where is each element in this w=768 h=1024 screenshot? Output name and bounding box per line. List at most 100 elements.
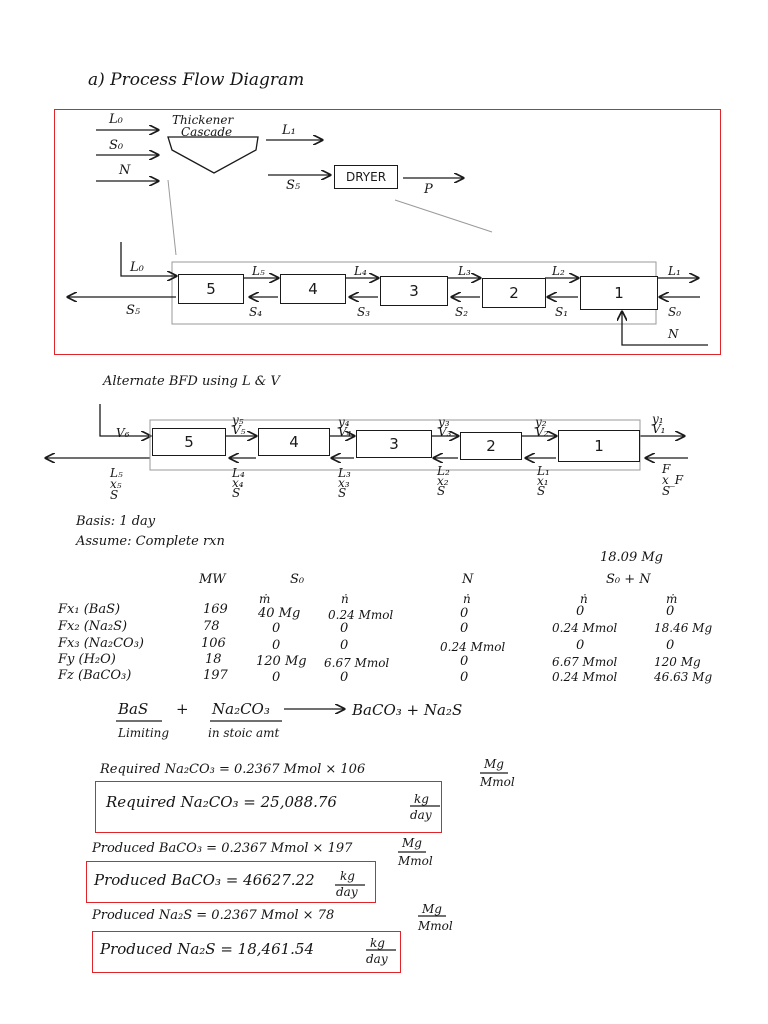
cell-sn-m: 0 bbox=[666, 638, 675, 653]
sh-sn-m: ṁ bbox=[666, 592, 678, 606]
bfd-s3: S bbox=[338, 486, 347, 500]
pfd-bot-s2: S₂ bbox=[455, 305, 469, 319]
pfd-bot-s0: S₀ bbox=[668, 305, 682, 319]
bfd-x4: x₄ bbox=[232, 476, 244, 490]
pfd-stage-4: 4 bbox=[280, 274, 346, 304]
sh-s0-n: ṅ bbox=[341, 592, 349, 606]
bfd-xf: x_F bbox=[662, 473, 684, 487]
bfd-v5: V₅ bbox=[232, 423, 246, 437]
table-row: Fy (H₂O) bbox=[58, 652, 116, 667]
bfd-stage-4: 4 bbox=[258, 428, 330, 456]
bfd-y1: y₁ bbox=[652, 412, 664, 426]
cell-sn-m: 0 bbox=[666, 604, 675, 619]
cell-mw: 169 bbox=[203, 602, 228, 617]
section-title: a) Process Flow Diagram bbox=[88, 70, 305, 90]
pfd-bot-s3: S₃ bbox=[357, 305, 371, 319]
bfd-y3: y₃ bbox=[438, 415, 450, 429]
calc-na2s-unit-bot: Mmol bbox=[418, 919, 453, 933]
pfd-n-label: N bbox=[668, 327, 679, 341]
reaction-na2co3: Na₂CO₃ bbox=[212, 700, 270, 718]
cell-mw: 197 bbox=[203, 668, 228, 683]
cell-sn-m: 120 Mg bbox=[654, 655, 701, 669]
dryer-block: DRYER bbox=[334, 165, 398, 189]
bfd-stage-5: 5 bbox=[152, 428, 226, 456]
bfd-x2: x₂ bbox=[437, 474, 449, 488]
cell-sn-n: 0.24 Mmol bbox=[552, 621, 618, 635]
cell-s0-n: 0.24 Mmol bbox=[328, 608, 394, 622]
bfd-stage-1: 1 bbox=[558, 430, 640, 462]
pfd-p: P bbox=[424, 182, 433, 197]
bfd-y2: y₂ bbox=[535, 415, 547, 429]
result-box-na2co3 bbox=[95, 781, 442, 833]
bfd-v3: V₃ bbox=[438, 425, 452, 439]
bfd-stage-2: 2 bbox=[460, 432, 522, 460]
cell-s0-n: 0 bbox=[340, 638, 349, 653]
cell-s0-n: 6.67 Mmol bbox=[324, 656, 390, 670]
pfd-top-l3: L₃ bbox=[458, 264, 471, 278]
cell-s0-m: 0 bbox=[272, 670, 281, 685]
reaction-bas: BaS bbox=[118, 700, 149, 718]
result-produced-na2s: Produced Na₂S = 18,461.54 bbox=[100, 940, 315, 958]
calc-baco3-line: Produced BaCO₃ = 0.2367 Mmol × 197 bbox=[92, 841, 353, 856]
bfd-sf: S bbox=[662, 484, 671, 498]
pfd-top-l4: L₄ bbox=[354, 264, 367, 278]
pfd-input-l0: L₀ bbox=[109, 112, 123, 127]
cascade-label: Cascade bbox=[181, 125, 233, 139]
cell-mw: 78 bbox=[203, 619, 220, 634]
calc-baco3-unit-top: Mg bbox=[402, 836, 422, 850]
bfd-v4: V₄ bbox=[338, 425, 352, 439]
pfd-stage-1: 1 bbox=[580, 276, 658, 310]
stoic-note: in stoic amt bbox=[208, 726, 280, 740]
bfd-y5: y₅ bbox=[232, 413, 244, 427]
cell-sn-n: 0 bbox=[576, 604, 585, 619]
bfd-l5: L₅ bbox=[110, 466, 123, 480]
pfd-top-l2: L₂ bbox=[552, 264, 565, 278]
bfd-stage-3: 3 bbox=[356, 430, 432, 458]
pfd-stage-3: 3 bbox=[380, 276, 448, 306]
result-box-baco3 bbox=[86, 861, 376, 903]
reaction-plus: + bbox=[176, 700, 189, 718]
cell-n-n: 0.24 Mmol bbox=[440, 640, 506, 654]
bfd-s4: S bbox=[232, 486, 241, 500]
pfd-stage-5: 5 bbox=[178, 274, 244, 304]
bfd-s1: S bbox=[537, 484, 546, 498]
result-required-unit-top: kg bbox=[414, 792, 429, 806]
cell-n-n: 0 bbox=[460, 654, 469, 669]
cell-sn-m: 18.46 Mg bbox=[654, 621, 713, 635]
table-top-note: 18.09 Mg bbox=[600, 550, 663, 565]
pfd-top-l5: L₅ bbox=[252, 264, 265, 278]
sh-s0-m: ṁ bbox=[259, 592, 271, 606]
bfd-f: F bbox=[662, 462, 671, 476]
pfd-input-n: N bbox=[119, 163, 131, 178]
cell-n-n: 0 bbox=[460, 670, 469, 685]
bfd-s5: S bbox=[110, 488, 119, 502]
th-s0: S₀ bbox=[290, 572, 305, 587]
bfd-l1: L₁ bbox=[537, 464, 550, 478]
cell-n-n: 0 bbox=[460, 606, 469, 621]
calc-na2s-unit-top: Mg bbox=[422, 902, 442, 916]
result-baco3-unit-top: kg bbox=[340, 869, 355, 883]
reaction-products: BaCO₃ + Na₂S bbox=[352, 701, 463, 719]
table-row: Fx₃ (Na₂CO₃) bbox=[58, 636, 144, 651]
cell-s0-n: 0 bbox=[340, 670, 349, 685]
pfd-input-s0: S₀ bbox=[109, 138, 124, 153]
pfd-s5: S₅ bbox=[286, 178, 301, 193]
cell-s0-m: 40 Mg bbox=[258, 606, 301, 621]
table-row: Fx₂ (Na₂S) bbox=[58, 619, 128, 634]
calc-na2s-line: Produced Na₂S = 0.2367 Mmol × 78 bbox=[92, 908, 335, 923]
pfd-bot-s4: S₄ bbox=[249, 305, 263, 319]
cell-mw: 106 bbox=[201, 636, 226, 651]
bfd-v2: V₂ bbox=[535, 425, 549, 439]
cell-s0-n: 0 bbox=[340, 621, 349, 636]
bfd-y4: y₄ bbox=[338, 415, 350, 429]
pfd-bot-s5: S₅ bbox=[126, 303, 141, 318]
limiting-note: Limiting bbox=[118, 726, 170, 740]
sh-n-n: ṅ bbox=[463, 592, 471, 606]
bfd-x3: x₃ bbox=[338, 476, 350, 490]
th-n: N bbox=[462, 572, 474, 587]
pfd-l1: L₁ bbox=[282, 123, 296, 138]
calc-required-unit-top: Mg bbox=[484, 757, 504, 771]
result-box-na2s bbox=[92, 931, 401, 973]
assume-text: Assume: Complete rxn bbox=[76, 534, 225, 549]
bfd-v6: V₆ bbox=[116, 426, 130, 440]
